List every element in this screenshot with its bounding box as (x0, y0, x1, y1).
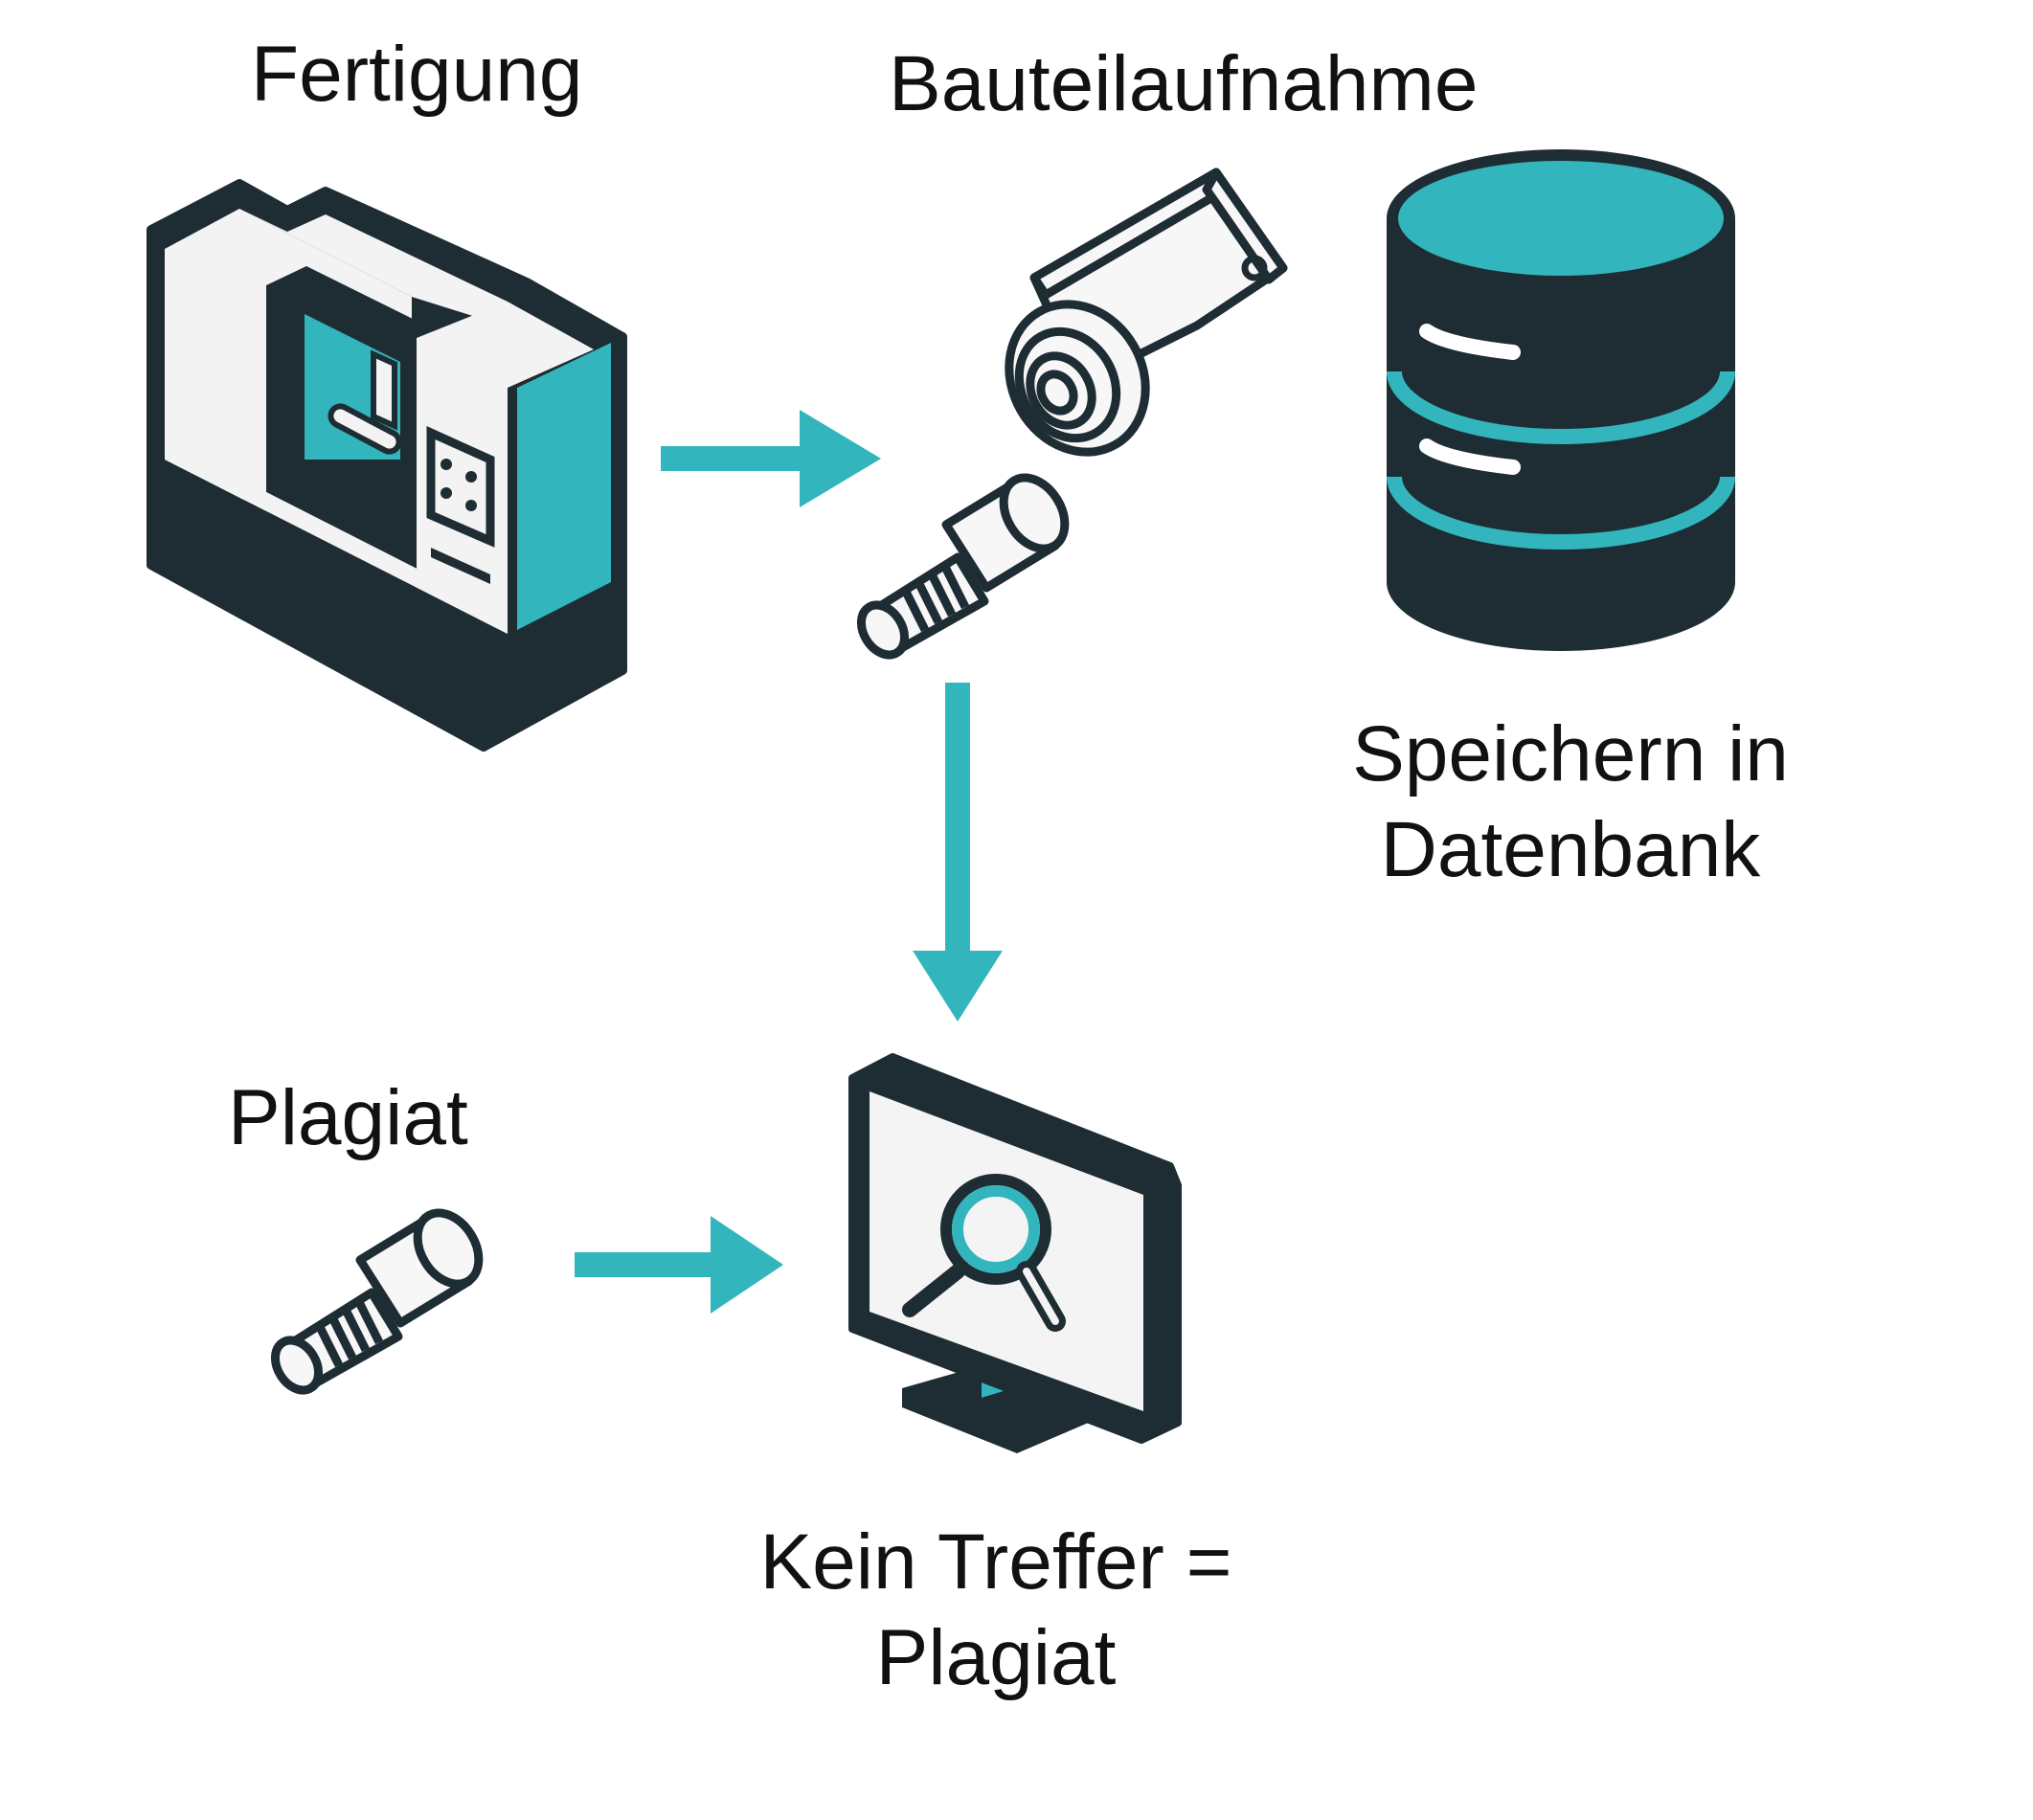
monitor-search-icon (848, 1053, 1182, 1453)
label-result: Kein Treffer = Plagiat (747, 1515, 1245, 1706)
arrow-down-to-search (913, 683, 1003, 1022)
label-result-line1: Kein Treffer = (759, 1518, 1232, 1606)
label-plagiat: Plagiat (228, 1074, 468, 1161)
label-fertigung: Fertigung (251, 31, 583, 118)
screw-part-icon (856, 473, 1070, 660)
camera-icon (1005, 168, 1288, 457)
label-speichern-line2: Datenbank (1380, 806, 1761, 894)
arrow-right-to-capture (661, 410, 881, 507)
label-result-line2: Plagiat (875, 1614, 1117, 1702)
label-speichern-datenbank: Speichern in Datenbank (1321, 707, 1819, 898)
database-icon (1387, 149, 1735, 651)
label-speichern-line1: Speichern in (1352, 710, 1789, 798)
label-bauteilaufnahme: Bauteilaufnahme (889, 40, 1479, 127)
cnc-machine-icon (147, 179, 627, 752)
screw-part-icon (270, 1208, 484, 1395)
arrow-right-to-search (575, 1216, 783, 1314)
